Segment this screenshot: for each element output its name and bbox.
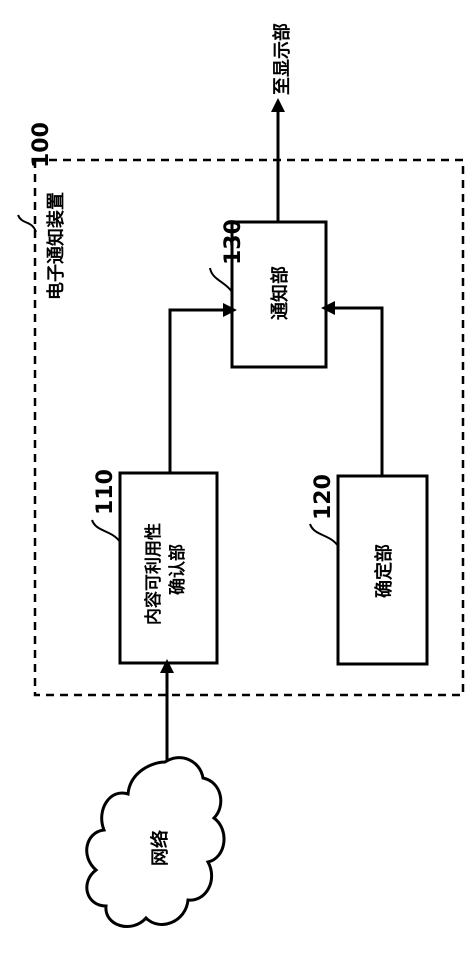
network-label: 网络 [149, 830, 171, 866]
availability-ref: 110 [93, 469, 118, 515]
availability-to-notification-arrow [168, 303, 237, 473]
notification-label: 通知部 [269, 266, 291, 320]
determination-ref: 120 [311, 474, 336, 520]
notification-block [230, 220, 328, 369]
device-ref-leader [17, 214, 37, 233]
determination-label: 确定部 [373, 544, 395, 598]
determination-block [336, 474, 429, 666]
output-label: 至显示部 [271, 23, 293, 95]
device-label: 电子通知装置 [45, 192, 67, 300]
notification-ref: 130 [221, 219, 246, 265]
availability-label-line1: 内容可利用性 [143, 523, 164, 625]
notification-ref-leader [209, 267, 233, 293]
availability-ref-leader [91, 519, 121, 543]
determination-to-notification-arrow [321, 301, 384, 476]
determination-ref-leader [309, 523, 339, 547]
device-ref: 100 [29, 122, 54, 168]
device-boundary [33, 158, 465, 697]
network-cloud [85, 756, 226, 928]
availability-label-line2: 确认部 [167, 544, 188, 595]
